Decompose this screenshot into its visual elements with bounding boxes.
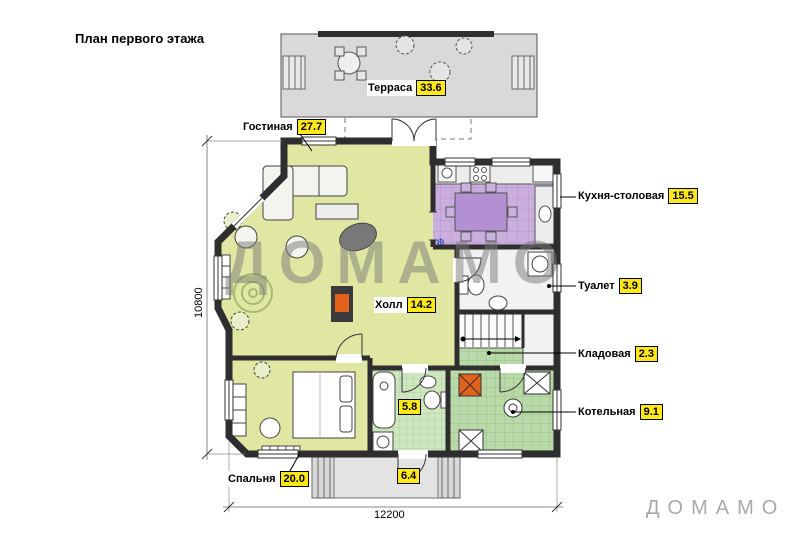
walls: [214, 137, 561, 458]
stairs: [460, 313, 521, 347]
terrace-plants: [395, 35, 473, 83]
room-name: Спальня: [228, 473, 276, 485]
fireplace: [331, 286, 353, 322]
room-label-toilet: Туалет 3.9: [577, 278, 642, 294]
terrace-table: [334, 46, 367, 81]
leader-lines: [289, 133, 576, 472]
room-name: Туалет: [578, 280, 615, 292]
piano: [339, 222, 377, 252]
boiler-furniture: [458, 371, 551, 453]
room-area-badge: 3.9: [618, 278, 642, 294]
dimension-height-label: 10800: [193, 285, 205, 320]
room-area-badge: 33.6: [416, 80, 446, 96]
windows: [213, 136, 562, 459]
room-name: Кухня-столовая: [578, 190, 665, 202]
fridge-icon: [532, 164, 554, 183]
room-label-porch: 6.4: [397, 468, 421, 484]
room-area-badge: 5.8: [398, 399, 422, 415]
room-label-boiler: Котельная 9.1: [577, 404, 663, 420]
toilet-furniture: [458, 251, 553, 311]
doors: [335, 118, 527, 483]
room-label-terrace: Терраса 33.6: [367, 80, 446, 96]
room-area-badge: 2.3: [634, 346, 658, 362]
room-area-badge: 9.1: [639, 404, 663, 420]
corridor-floor: [523, 312, 557, 368]
room-label-bedroom: Спальня 20.0: [227, 471, 309, 487]
room-label-hall: Холл 14.2: [374, 297, 437, 313]
room-area-badge: 6.4: [397, 468, 421, 484]
plant-icon: [253, 361, 271, 379]
room-area-badge: 15.5: [668, 188, 698, 204]
snowflake-icon: ❄: [436, 237, 445, 249]
watermark-corner: ДОМАМО: [646, 497, 786, 519]
kitchen-furniture: [434, 163, 556, 245]
dimension-width-label: 12200: [372, 509, 407, 521]
room-label-bath: 5.8: [398, 399, 422, 415]
room-area-badge: 20.0: [279, 471, 309, 487]
room-area-badge: 27.7: [296, 119, 327, 135]
room-name: Котельная: [578, 406, 636, 418]
dining-table: [454, 192, 508, 232]
stairs-floor: [457, 312, 523, 348]
roof-overhang-dashes: [344, 118, 472, 140]
room-label-storage: Кладовая 2.3: [577, 346, 658, 362]
room-name: Терраса: [368, 82, 413, 94]
round-rug: [233, 273, 273, 313]
bathtub-icon: [372, 371, 396, 429]
page-title: План первого этажа: [75, 31, 205, 46]
room-label-living: Гостиная 27.7: [242, 119, 327, 135]
room-area-badge: 14.2: [406, 297, 437, 313]
room-name: Кладовая: [578, 348, 631, 360]
room-name: Холл: [375, 299, 403, 311]
washing-machine-icon: [372, 431, 394, 453]
room-name: Гостиная: [243, 121, 293, 133]
plant-icon: [230, 311, 250, 331]
porch-area: [311, 455, 461, 499]
sink-icon: [488, 295, 508, 311]
sink-icon: [419, 375, 437, 389]
stove-icon: [469, 164, 491, 183]
sink-icon: [441, 167, 453, 179]
terrace-area: [280, 31, 538, 118]
room-label-kitchen: Кухня-столовая 15.5: [577, 188, 698, 204]
